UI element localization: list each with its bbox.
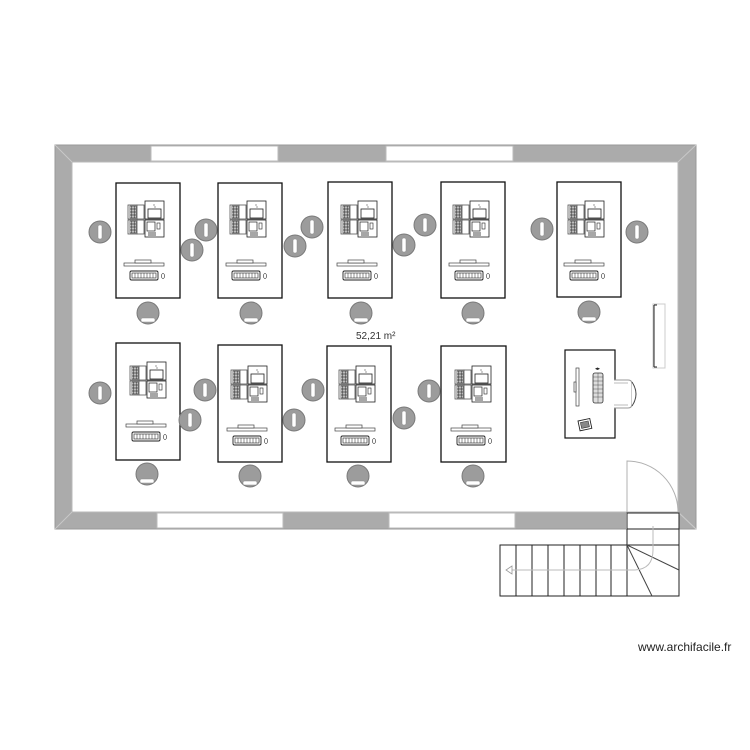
- student-desk-7[interactable]: [217, 344, 283, 463]
- chair-icon: [346, 464, 370, 488]
- student-desk-3[interactable]: [327, 181, 393, 299]
- chair-icon: [530, 217, 554, 241]
- chair-icon: [193, 378, 217, 402]
- chair-icon: [282, 408, 306, 432]
- windows: [150, 145, 516, 529]
- chair-icon: [392, 406, 416, 430]
- monitor-icon: [575, 367, 580, 407]
- chair-icon: [301, 378, 325, 402]
- window-top-1: [150, 145, 279, 162]
- chair-icon: [300, 215, 324, 239]
- window-bottom-2: [388, 512, 516, 529]
- chair-icon: [238, 464, 262, 488]
- window-top-2: [385, 145, 514, 162]
- student-desk-1[interactable]: [115, 182, 181, 299]
- chair-icon: [461, 464, 485, 488]
- chair-icon: [625, 220, 649, 244]
- teacher-desk[interactable]: ◂▸: [564, 349, 616, 439]
- chair-icon: [417, 379, 441, 403]
- watermark-link[interactable]: www.archifacile.fr: [638, 640, 732, 654]
- student-desk-5[interactable]: [556, 181, 622, 298]
- student-desk-8[interactable]: [326, 345, 392, 463]
- chair-icon: [180, 238, 204, 262]
- chair-icon: [136, 301, 160, 325]
- chair-icon: [577, 300, 601, 324]
- area-label: 52,21 m²: [356, 331, 396, 342]
- chair-icon: [194, 218, 218, 242]
- student-desk-6[interactable]: [115, 342, 181, 461]
- chair-icon: [349, 301, 373, 325]
- student-desk-4[interactable]: [440, 181, 506, 299]
- chair-icon: [88, 381, 112, 405]
- student-desk-2[interactable]: [217, 182, 283, 299]
- window-bottom-1: [156, 512, 284, 529]
- chair-icon: [239, 301, 263, 325]
- chair-icon: [413, 213, 437, 237]
- chair-icon: [461, 301, 485, 325]
- student-desk-9[interactable]: [440, 345, 507, 463]
- chair-icon: [135, 462, 159, 486]
- book-icon: [577, 417, 593, 432]
- teacher-chair: [614, 379, 637, 409]
- chair-icon: [283, 234, 307, 258]
- chair-icon: [88, 220, 112, 244]
- whiteboard: [652, 303, 666, 369]
- chair-icon: [392, 233, 416, 257]
- chair-icon: [178, 408, 202, 432]
- svg-text:◂▸: ◂▸: [595, 366, 601, 372]
- staircase: [499, 512, 680, 597]
